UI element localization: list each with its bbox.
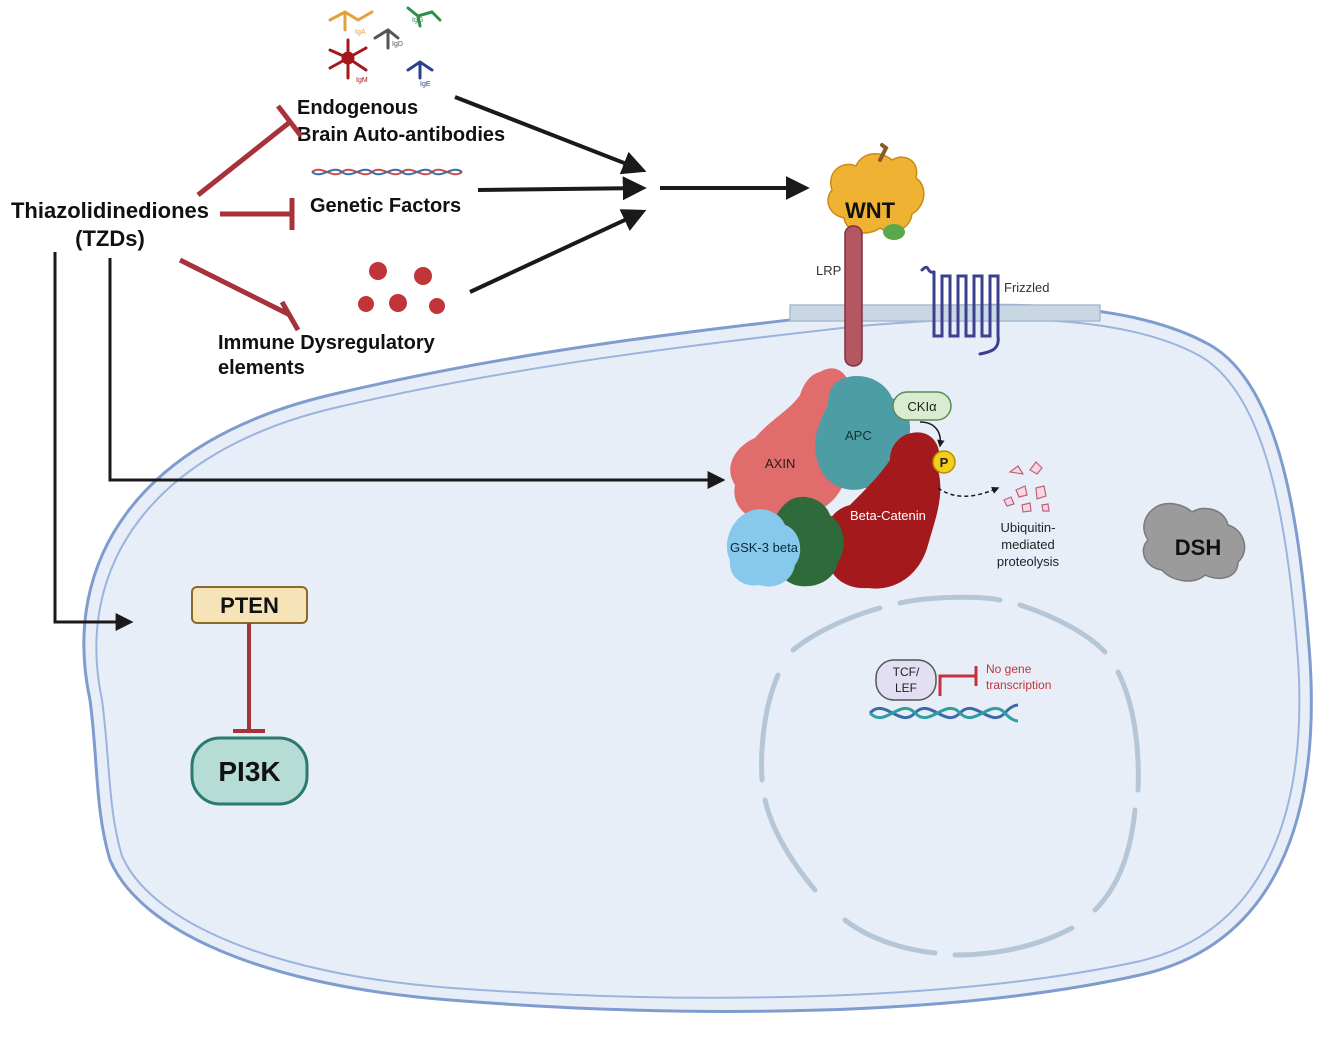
plasma-membrane-band (789, 304, 1101, 322)
ubiquitin-label-line1: Ubiquitin- (1001, 520, 1056, 535)
pi3k-box: PI3K (190, 736, 309, 806)
cell-inner-membrane (95, 318, 1301, 999)
nucleus (759, 594, 1141, 958)
arrow-to-proteolysis (937, 486, 1000, 497)
gsk3b-label: GSK-3 beta (730, 540, 799, 555)
pten-box: PTEN (191, 586, 308, 624)
lrp-receptor: LRP (816, 225, 863, 367)
activation-arrows (454, 95, 810, 294)
drug-abbreviation: (TZDs) (75, 226, 145, 251)
cell (82, 303, 1313, 1013)
tzd-long-arrows (53, 252, 726, 631)
ubiquitin-label-line2: mediated (1001, 537, 1054, 552)
autoantibodies-label-line2: Brain Auto-antibodies (297, 124, 505, 146)
igd-antibody-icon (373, 28, 400, 50)
iga-antibody-icon (328, 10, 374, 32)
virus-particles-icon (358, 262, 445, 314)
inhibit-immune-line (178, 257, 292, 318)
wnt-label: WNT (845, 198, 896, 223)
beta-catenin-protein (825, 432, 941, 589)
tcf-lef-factor: TCF/ LEF (875, 659, 937, 701)
apc-protein (815, 376, 911, 490)
immune-label-line1: Immune Dysregulatory (218, 332, 436, 354)
axin-label: AXIN (765, 456, 795, 471)
tzd-inhibition-arrows (178, 104, 303, 332)
ck1a-label: CKIα (907, 399, 937, 414)
drug-name: Thiazolidinediones (11, 198, 209, 223)
frizzled-label: Frizzled (1004, 280, 1050, 295)
immune-label-line2: elements (218, 357, 305, 379)
pten-label: PTEN (220, 593, 279, 618)
igm-antibody-icon (328, 38, 368, 80)
ubiquitin-label-line3: proteolysis (997, 554, 1060, 569)
inhibit-autoantibodies-line (196, 120, 292, 197)
axin-protein (730, 368, 853, 520)
tcf-label-line1: TCF/ (893, 665, 920, 679)
apc-label: APC (845, 428, 872, 443)
phosphate-group: P (932, 450, 956, 474)
igg-antibody-icon (406, 6, 442, 28)
pten-inhibits-pi3k (233, 623, 265, 733)
cell-body (82, 303, 1313, 1013)
pi3k-label: PI3K (218, 756, 280, 787)
nuclear-dna-icon (868, 703, 1019, 723)
inhibit-immune-bar (279, 300, 301, 332)
no-transcription-label-line2: transcription (986, 678, 1051, 692)
no-transcription-inhibition (938, 666, 978, 696)
arrow-immune-to-node (469, 209, 647, 294)
gsk3b-protein (726, 509, 801, 587)
arrow-autoantibodies-to-node (454, 95, 647, 175)
drug-label: Thiazolidinediones (TZDs) (11, 198, 209, 251)
dna-helix-icon (311, 168, 463, 176)
tcf-label-line2: LEF (895, 681, 917, 695)
genetic-factors-label: Genetic Factors (310, 195, 461, 217)
frizzled-receptor: Frizzled (920, 265, 1050, 356)
wnt-ligand: WNT (827, 143, 925, 240)
destruction-complex: AXIN APC Beta-Catenin GSK-3 beta (726, 368, 941, 589)
protein-fragments-icon (1003, 461, 1050, 513)
antibody-label-iga: IgA (355, 29, 366, 36)
beta-catenin-label: Beta-Catenin (850, 508, 926, 523)
ige-antibody-icon (406, 60, 434, 80)
inhibit-autoantibodies-bar (276, 104, 303, 138)
ck1a-kinase: CKIα (892, 391, 952, 448)
antibody-label-ige: IgE (420, 81, 431, 88)
antibody-label-igm: IgM (356, 77, 368, 84)
dsh-label: DSH (1175, 535, 1221, 560)
arrow-tzd-to-pten (53, 252, 134, 631)
arrow-tzd-to-destruction-complex (108, 258, 726, 489)
no-transcription-label-line1: No gene (986, 662, 1032, 676)
dsh-protein: DSH (1142, 502, 1246, 582)
arrow-genetic-to-node (477, 176, 647, 201)
antibody-label-igd: IgD (392, 41, 403, 48)
antibodies-cluster: IgA IgD IgG IgM IgE (328, 6, 442, 88)
lrp-label: LRP (816, 263, 841, 278)
phosphate-label: P (940, 455, 949, 470)
autoantibodies-label-line1: Endogenous (297, 97, 418, 119)
antibody-label-igg: IgG (412, 17, 423, 24)
